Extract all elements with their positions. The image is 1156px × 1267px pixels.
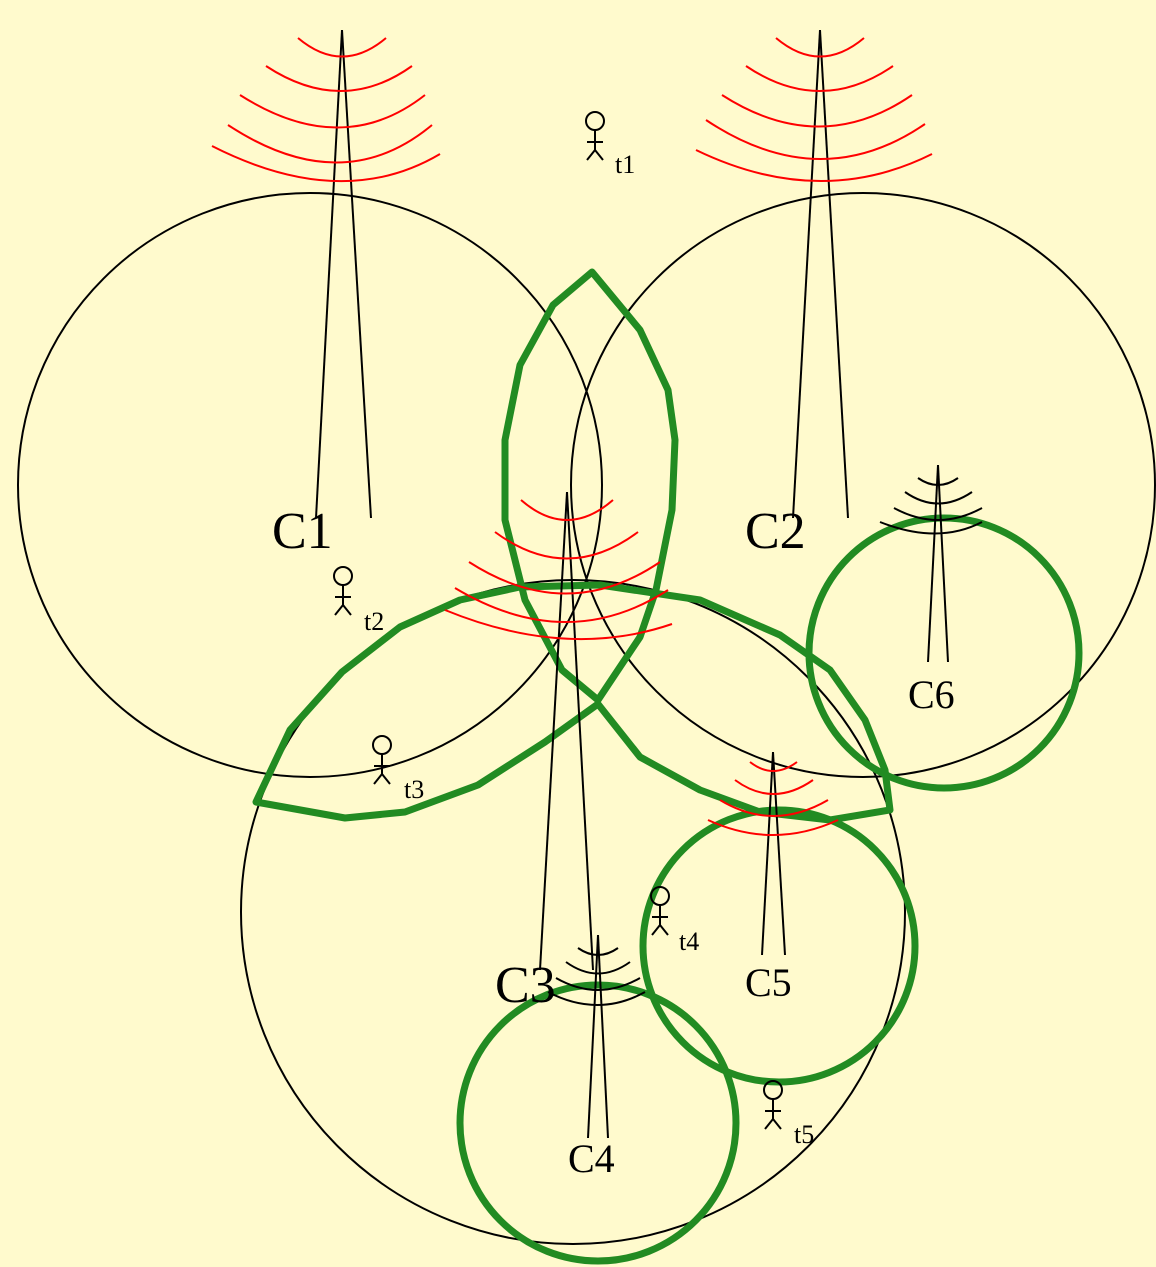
macro-cell-boundaries <box>17 192 1156 1245</box>
mobile-user-icon <box>372 735 392 785</box>
terminal-label-t2: t2 <box>364 607 384 636</box>
antenna-towers <box>315 29 949 1139</box>
mobile-user-icon <box>333 566 353 616</box>
cell-c2-boundary <box>570 192 1156 778</box>
signal-wave-icon <box>444 499 673 641</box>
signal-wave-icon <box>695 37 933 182</box>
terminal-label-t5: t5 <box>794 1120 814 1149</box>
overlap-c1-c2-highlight <box>501 268 679 704</box>
cell-c1-boundary <box>17 192 603 778</box>
cell-c4-highlight <box>456 981 740 1265</box>
terminal-labels: t1 t2 t3 t4 t5 <box>364 150 814 1149</box>
cell-label-c2: C2 <box>745 503 806 560</box>
cell-label-c4: C4 <box>568 1136 615 1181</box>
cell-label-c1: C1 <box>272 503 333 560</box>
mobile-user-icon <box>763 1080 783 1130</box>
overlap-c3-highlight <box>252 581 894 824</box>
mobile-user-icon <box>585 111 605 161</box>
mobile-user-icon <box>650 886 670 936</box>
signal-wave-icon <box>879 477 983 535</box>
terminal-label-t4: t4 <box>679 927 699 956</box>
terminal-label-t3: t3 <box>404 775 424 804</box>
cell-c3-boundary <box>240 579 906 1245</box>
signal-wave-icon <box>707 761 839 836</box>
antenna-tower-icon <box>539 491 594 971</box>
cell-labels: C1 C2 C3 C4 C5 C6 <box>272 503 955 1181</box>
signal-wave-icon <box>547 947 646 1006</box>
antenna-tower-icon <box>315 29 372 519</box>
antenna-tower-icon <box>792 29 849 519</box>
antenna-tower-icon <box>761 751 786 956</box>
antenna-tower-icon <box>587 934 609 1139</box>
cell-label-c3: C3 <box>495 957 556 1014</box>
cell-label-c5: C5 <box>745 960 792 1005</box>
terminals <box>333 111 783 1130</box>
cell-c6-highlight <box>805 514 1083 792</box>
terminal-label-t1: t1 <box>615 150 635 179</box>
small-cell-signal-waves <box>547 477 983 1006</box>
signal-waves <box>211 37 933 836</box>
cell-label-c6: C6 <box>908 672 955 717</box>
signal-wave-icon <box>211 37 441 183</box>
antenna-tower-icon <box>927 464 949 663</box>
